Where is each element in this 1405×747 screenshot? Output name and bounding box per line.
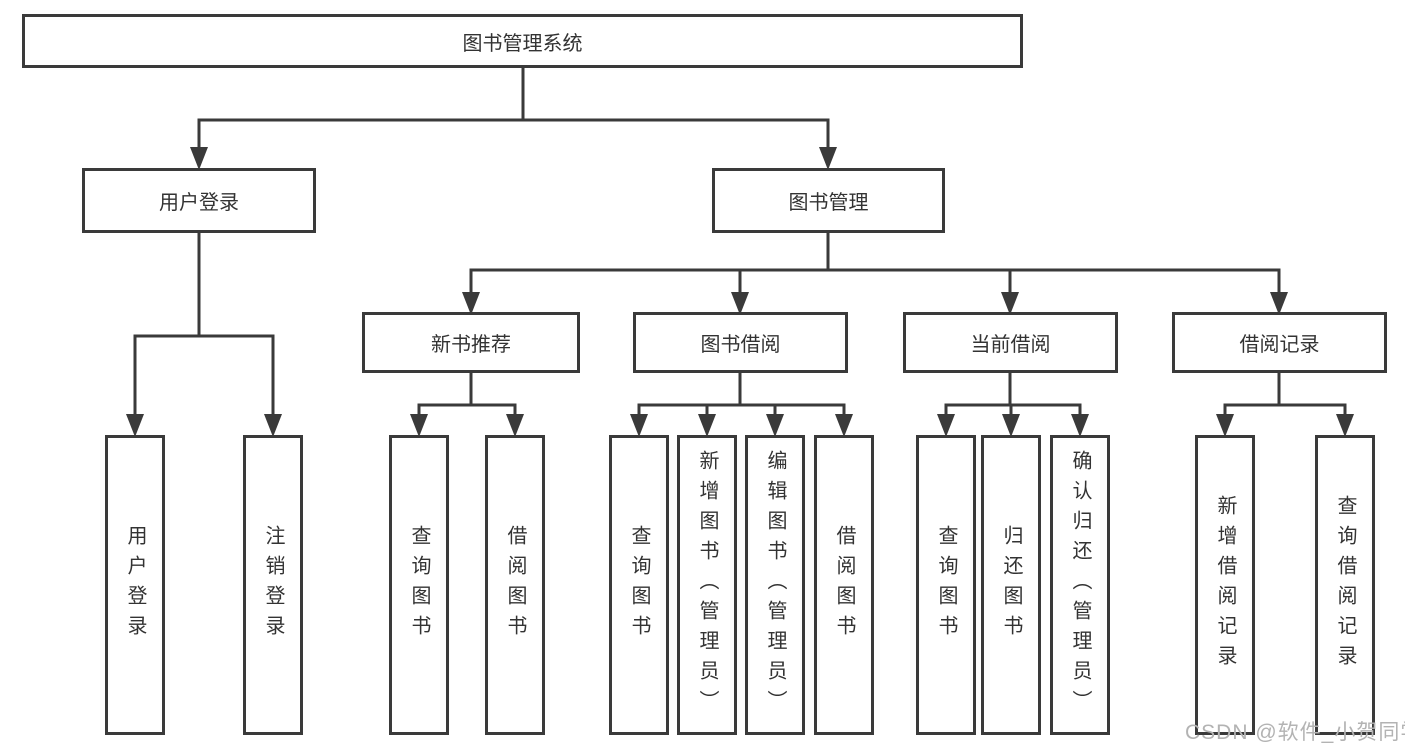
- node-root-library-system: 图书管理系统: [22, 14, 1023, 68]
- leaf-user-login: 用户登录: [105, 435, 165, 735]
- leaf-add-borrow-record: 新增借阅记录: [1195, 435, 1255, 735]
- node-user-login: 用户登录: [82, 168, 316, 233]
- node-borrow-record: 借阅记录: [1172, 312, 1387, 373]
- leaf-borrow-book: 借阅图书: [814, 435, 874, 735]
- connector-bookborrow-to-leaves: [637, 373, 846, 418]
- leaf-add-book-admin: 新增图书（管理员）: [677, 435, 737, 735]
- arrowheads: [126, 147, 1354, 437]
- node-current-borrow: 当前借阅: [903, 312, 1118, 373]
- node-new-book-recommend: 新书推荐: [362, 312, 580, 373]
- connector-bookmgmt-to-level3: [469, 233, 1281, 296]
- leaf-query-book-borrow: 查询图书: [609, 435, 669, 735]
- leaf-borrow-book-recommend: 借阅图书: [485, 435, 545, 735]
- connector-borrowrecords-to-leaves: [1223, 373, 1347, 418]
- connector-root-to-level2: [197, 68, 830, 150]
- leaf-return-book: 归还图书: [981, 435, 1041, 735]
- leaf-logout: 注销登录: [243, 435, 303, 735]
- leaf-query-book-current: 查询图书: [916, 435, 976, 735]
- connector-newbooks-to-leaves: [417, 373, 517, 418]
- leaf-query-book-recommend: 查询图书: [389, 435, 449, 735]
- leaf-edit-book-admin: 编辑图书（管理员）: [745, 435, 805, 735]
- csdn-watermark: CSDN @软件_小贺同学: [1185, 721, 1405, 744]
- connector-currentborrow-to-leaves: [944, 373, 1082, 418]
- leaf-confirm-return-admin: 确认归还（管理员）: [1050, 435, 1110, 735]
- node-book-borrow: 图书借阅: [633, 312, 848, 373]
- node-book-management: 图书管理: [712, 168, 945, 233]
- connector-userlogin-to-leaves: [133, 233, 275, 418]
- leaf-query-borrow-record: 查询借阅记录: [1315, 435, 1375, 735]
